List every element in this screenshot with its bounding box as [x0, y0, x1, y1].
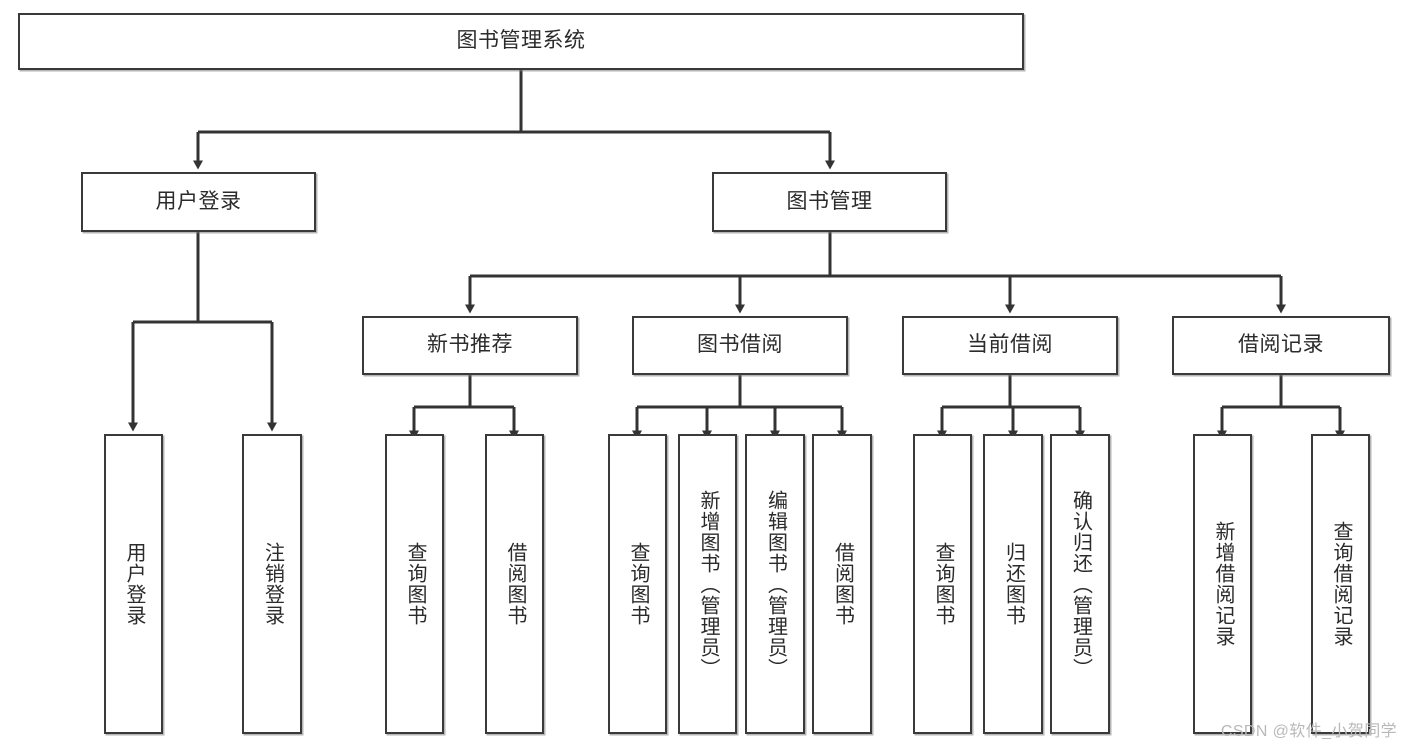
node-label: 图书管理系统: [456, 29, 586, 53]
node-label: 新书推荐: [427, 333, 513, 357]
leaf-current-query-book[interactable]: 查询图书: [913, 434, 972, 734]
node-label: 用户登录: [155, 189, 242, 213]
node-book-management[interactable]: 图书管理: [712, 172, 947, 232]
node-label: 用户登录: [123, 542, 145, 626]
node-label: 确认归还（管理员）: [1069, 489, 1092, 679]
leaf-borrow-borrow-book[interactable]: 借阅图书: [812, 434, 872, 734]
node-book-borrow[interactable]: 图书借阅: [632, 316, 848, 375]
node-root-system[interactable]: 图书管理系统: [18, 13, 1024, 70]
leaf-record-add-record[interactable]: 新增借阅记录: [1193, 434, 1252, 734]
leaf-recommend-borrow-book[interactable]: 借阅图书: [485, 434, 544, 734]
node-label: 查询图书: [404, 542, 426, 626]
node-label: 借阅记录: [1238, 333, 1324, 357]
node-label: 编辑图书（管理员）: [764, 489, 787, 679]
leaf-user-login-logout[interactable]: 注销登录: [242, 434, 302, 734]
leaf-user-login-login[interactable]: 用户登录: [104, 434, 163, 734]
node-label: 查询图书: [932, 542, 954, 626]
node-label: 当前借阅: [967, 333, 1053, 357]
node-label: 新增图书（管理员）: [697, 489, 719, 679]
leaf-borrow-query-book[interactable]: 查询图书: [608, 434, 667, 734]
node-label: 借阅图书: [831, 542, 854, 626]
leaf-borrow-add-book-admin[interactable]: 新增图书（管理员）: [678, 434, 737, 734]
node-label: 查询借阅记录: [1330, 521, 1352, 647]
node-label: 查询图书: [627, 542, 649, 626]
node-user-login[interactable]: 用户登录: [81, 172, 316, 232]
node-new-book-recommend[interactable]: 新书推荐: [362, 316, 578, 375]
leaf-record-query-record[interactable]: 查询借阅记录: [1311, 434, 1370, 734]
node-label: 新增借阅记录: [1212, 521, 1234, 647]
node-label: 注销登录: [261, 542, 284, 626]
node-current-borrow[interactable]: 当前借阅: [902, 316, 1118, 375]
node-label: 图书借阅: [697, 333, 783, 357]
csdn-watermark: CSDN @软件_小贺同学: [1220, 723, 1397, 740]
leaf-recommend-query-book[interactable]: 查询图书: [385, 434, 444, 734]
node-label: 图书管理: [786, 189, 873, 213]
node-label: 归还图书: [1002, 542, 1025, 626]
node-borrow-record[interactable]: 借阅记录: [1172, 316, 1390, 375]
leaf-current-return-book[interactable]: 归还图书: [983, 434, 1043, 734]
node-label: 借阅图书: [504, 542, 526, 626]
leaf-borrow-edit-book-admin[interactable]: 编辑图书（管理员）: [745, 434, 805, 734]
leaf-current-confirm-return-admin[interactable]: 确认归还（管理员）: [1050, 434, 1110, 734]
